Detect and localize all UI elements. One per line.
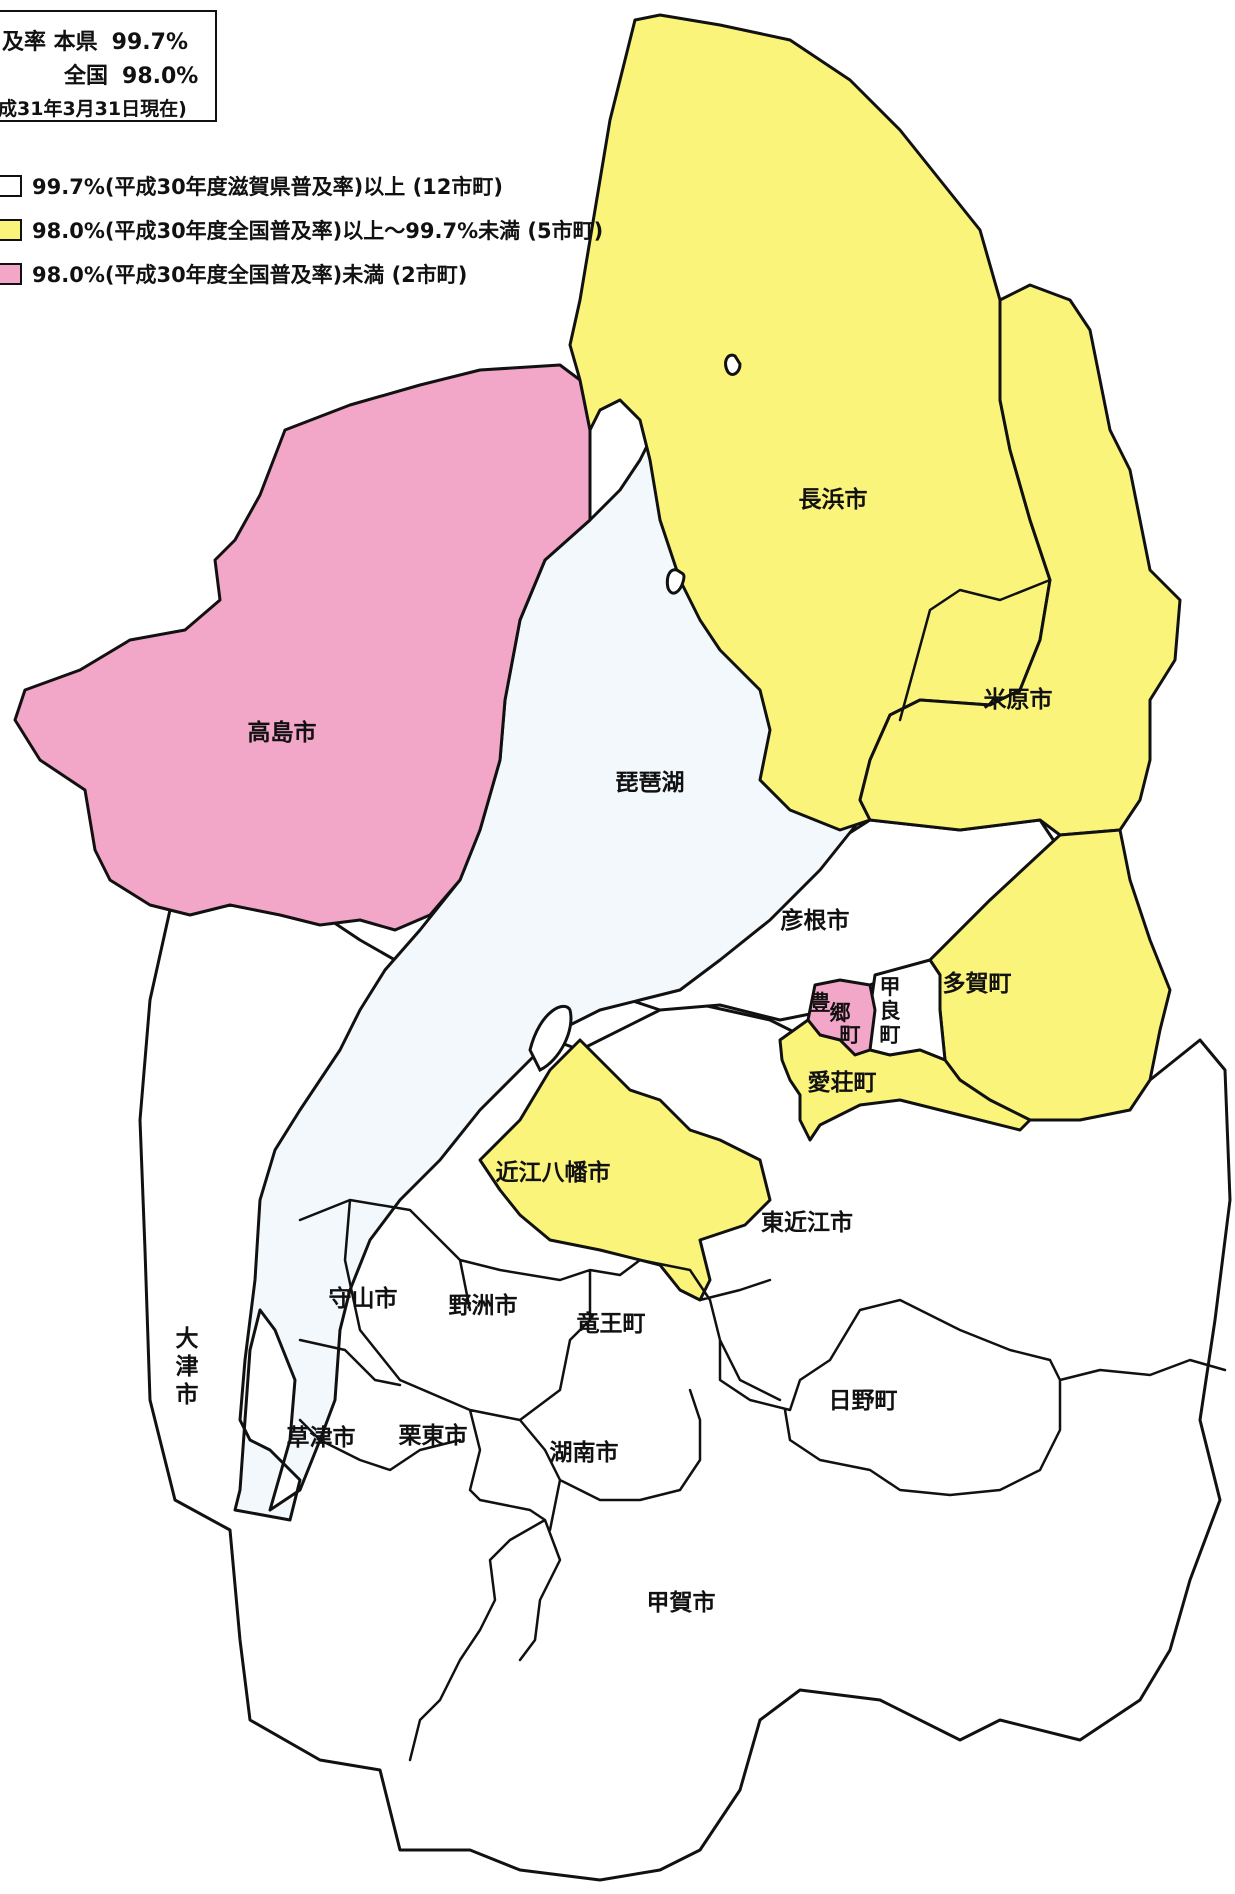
legend-swatch-yellow <box>0 219 22 241</box>
region-aisho <box>778 1018 1032 1142</box>
info-line-national: 全国 98.0% <box>64 58 198 90</box>
label-otsu-2: 津 <box>176 1353 199 1380</box>
label-moriyama: 守山市 <box>329 1285 398 1312</box>
label-toyosato-2: 郷 <box>830 1001 851 1025</box>
legend-swatch-pink <box>0 263 22 285</box>
label-kora-1: 甲 <box>880 975 901 999</box>
label-nagahama: 長浜市 <box>799 486 868 513</box>
label-kora-3: 町 <box>880 1023 901 1047</box>
info-line-prefecture: 及率 本県 99.7% <box>2 24 188 56</box>
info-national-value: 98.0% <box>122 64 199 89</box>
legend-text-yellow: 98.0%(平成30年度全国普及率)以上～99.7%未満 (5市町) <box>32 219 604 243</box>
label-hikone: 彦根市 <box>781 907 850 934</box>
border-lines <box>298 298 1227 1762</box>
island-chikubu <box>665 568 686 595</box>
island-north <box>724 353 742 376</box>
info-date: 成31年3月31日現在) <box>0 98 187 120</box>
label-omihachiman: 近江八幡市 <box>496 1159 611 1186</box>
island-oki <box>528 1004 573 1073</box>
label-konan: 湖南市 <box>550 1439 619 1466</box>
label-hino: 日野町 <box>829 1388 898 1414</box>
info-national-label: 全国 <box>64 64 109 89</box>
label-biwako: 琵琶湖 <box>616 770 685 796</box>
info-box: 及率 本県 99.7% 全国 98.0% 成31年3月31日現在) <box>0 10 217 122</box>
legend-item-yellow: 98.0%(平成30年度全国普及率)以上～99.7%未満 (5市町) <box>0 208 603 252</box>
region-nagahama <box>568 13 1052 832</box>
legend-text-white: 99.7%(平成30年度滋賀県普及率)以上 (12市町) <box>32 175 504 199</box>
legend-item-pink: 98.0%(平成30年度全国普及率)未満 (2市町) <box>0 252 603 296</box>
legend: 99.7%(平成30年度滋賀県普及率)以上 (12市町) 98.0%(平成30年… <box>0 164 603 296</box>
label-taga: 多賀町 <box>943 970 1012 997</box>
info-prefecture-label: 及率 本県 <box>2 30 98 55</box>
label-koka: 甲賀市 <box>647 1589 716 1616</box>
info-prefecture-value: 99.7% <box>111 30 188 55</box>
label-maibara: 米原市 <box>984 686 1053 713</box>
label-otsu-3: 市 <box>176 1381 199 1408</box>
label-aisho: 愛荘町 <box>808 1070 877 1096</box>
label-toyosato-1: 豊 <box>810 991 831 1015</box>
label-ryuoh: 竜王町 <box>577 1310 646 1337</box>
legend-item-white: 99.7%(平成30年度滋賀県普及率)以上 (12市町) <box>0 164 603 208</box>
label-takashima: 高島市 <box>248 719 317 746</box>
legend-swatch-white <box>0 175 22 197</box>
label-ritto: 栗東市 <box>399 1422 468 1449</box>
label-toyosato-3: 町 <box>840 1023 861 1047</box>
label-higashiomi: 東近江市 <box>761 1209 853 1236</box>
label-kusatsu: 草津市 <box>287 1424 356 1451</box>
label-otsu-1: 大 <box>176 1326 199 1352</box>
region-omihachiman <box>478 1038 772 1302</box>
legend-text-pink: 98.0%(平成30年度全国普及率)未満 (2市町) <box>32 263 468 287</box>
label-yasu: 野洲市 <box>449 1292 518 1319</box>
label-kora-2: 良 <box>880 999 901 1023</box>
